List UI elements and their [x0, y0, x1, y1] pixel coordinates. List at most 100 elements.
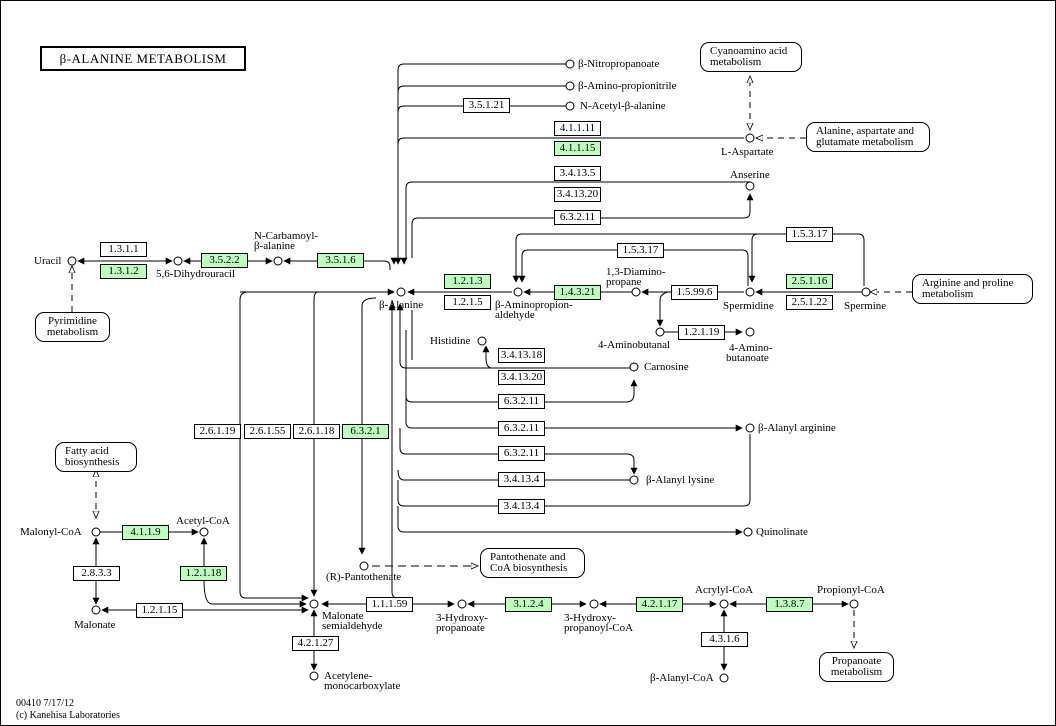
enzyme-3-5-1-21[interactable]: 3.5.1.21	[463, 98, 510, 113]
label-dihydrouracil[interactable]: 5,6-Dihydrouracil	[156, 268, 236, 280]
label-carnosine[interactable]: Carnosine	[644, 361, 689, 373]
enzyme-2-6-1-55[interactable]: 2.6.1.55	[244, 424, 291, 439]
node-alanyl-coa	[719, 673, 729, 683]
label-aminopropionitrile[interactable]: β-Amino-propionitrile	[578, 80, 677, 92]
enzyme-1-5-99-6[interactable]: 1.5.99.6	[671, 285, 718, 300]
label-acetyl-coa[interactable]: Acetyl-CoA	[176, 515, 230, 527]
enzyme-2-6-1-19[interactable]: 2.6.1.19	[194, 424, 241, 439]
map-link-propanoate[interactable]: Propanoate metabolism	[819, 652, 894, 682]
label-carbamoyl-1[interactable]: N-Carbamoyl-	[254, 230, 319, 242]
enzyme-1-5-3-17-a[interactable]: 1.5.3.17	[617, 243, 664, 258]
label-aminopropionaldehyde-1[interactable]: β-Aminopropion-	[495, 299, 573, 311]
enzyme-6-3-2-11-c[interactable]: 6.3.2.11	[498, 421, 545, 436]
label-nitropropanoate[interactable]: β-Nitropropanoate	[578, 58, 660, 70]
enzyme-1-2-1-15[interactable]: 1.2.1.15	[136, 603, 183, 618]
label-histidine[interactable]: Histidine	[430, 335, 471, 347]
enzyme-3-4-13-4-b[interactable]: 3.4.13.4	[498, 499, 545, 514]
enzyme-3-4-13-20-a[interactable]: 3.4.13.20	[554, 187, 601, 202]
enzyme-6-3-2-11-d[interactable]: 6.3.2.11	[498, 446, 545, 461]
enzyme-1-3-1-2[interactable]: 1.3.1.2	[100, 264, 147, 279]
label-hydroxypropanoate-2[interactable]: propanoate	[436, 622, 485, 634]
enzyme-1-2-1-3[interactable]: 1.2.1.3	[444, 274, 491, 289]
label-uracil[interactable]: Uracil	[34, 255, 62, 267]
enzyme-3-5-2-2[interactable]: 3.5.2.2	[201, 253, 248, 268]
enzyme-3-4-13-5[interactable]: 3.4.13.5	[554, 166, 601, 181]
map-link-pyrimidine[interactable]: Pyrimidine metabolism	[35, 312, 110, 342]
label-quinolinate[interactable]: Quinolinate	[756, 526, 808, 538]
label-beta-alanine[interactable]: β-Alanine	[379, 299, 424, 311]
label-pantothenate[interactable]: (R)-Pantothenate	[326, 571, 402, 583]
enzyme-1-2-1-19[interactable]: 1.2.1.19	[678, 325, 725, 340]
footer-map-id: 00410 7/17/12	[16, 698, 75, 709]
enzyme-2-5-1-16[interactable]: 2.5.1.16	[786, 274, 833, 289]
label-alanyl-arginine[interactable]: β-Alanyl arginine	[758, 422, 836, 434]
map-link-alanine[interactable]: Alanine, aspartate and glutamate metabol…	[806, 122, 930, 152]
label-diaminopropane-1[interactable]: 1,3-Diamino-	[606, 266, 666, 278]
label-acetylene-2[interactable]: monocarboxylate	[324, 680, 401, 692]
enzyme-4-1-1-15[interactable]: 4.1.1.15	[554, 141, 601, 156]
enzyme-6-3-2-11-a[interactable]: 6.3.2.11	[554, 210, 601, 225]
label-aminopropionaldehyde-2[interactable]: aldehyde	[495, 309, 535, 321]
map-link-pantothenate[interactable]: Pantothenate and CoA biosynthesis	[480, 548, 585, 578]
enzyme-1-2-1-18[interactable]: 1.2.1.18	[180, 566, 227, 581]
map-link-fatty-acid[interactable]: Fatty acid biosynthesis	[55, 442, 137, 472]
enzyme-2-6-1-18[interactable]: 2.6.1.18	[293, 424, 340, 439]
map-link-propanoate-line2: metabolism	[830, 666, 883, 678]
enzyme-4-3-1-6[interactable]: 4.3.1.6	[701, 632, 748, 647]
enzyme-1-5-3-17-b[interactable]: 1.5.3.17	[786, 227, 833, 242]
label-propionyl-coa[interactable]: Propionyl-CoA	[817, 584, 885, 596]
label-spermine[interactable]: Spermine	[844, 300, 887, 312]
label-acetyl-alanine[interactable]: N-Acetyl-β-alanine	[580, 100, 666, 112]
label-aminobutanoate-2[interactable]: butanoate	[726, 352, 769, 364]
enzyme-6-3-2-1[interactable]: 6.3.2.1	[342, 424, 389, 439]
label-hydroxypropanoyl-2[interactable]: propanoyl-CoA	[564, 622, 634, 634]
enzyme-4-2-1-17[interactable]: 4.2.1.17	[636, 597, 683, 612]
map-link-cyanoamino-line1: Cyanoamino acid	[710, 45, 788, 57]
node-diaminopropane	[631, 287, 641, 297]
label-spermidine[interactable]: Spermidine	[723, 300, 774, 312]
label-aminobutanal[interactable]: 4-Aminobutanal	[598, 339, 671, 351]
enzyme-3-5-1-6[interactable]: 3.5.1.6	[317, 253, 364, 268]
label-hydroxypropanoate-1[interactable]: 3-Hydroxy-	[436, 612, 488, 624]
enzyme-1-3-1-1[interactable]: 1.3.1.1	[100, 242, 147, 257]
label-hydroxypropanoyl-1[interactable]: 3-Hydroxy-	[564, 612, 616, 624]
label-carbamoyl-2[interactable]: β-alanine	[254, 240, 296, 252]
map-link-arginine[interactable]: Arginine and proline metabolism	[912, 274, 1033, 304]
enzyme-3-1-2-4[interactable]: 3.1.2.4	[505, 597, 552, 612]
label-diaminopropane-2[interactable]: propane	[606, 276, 642, 288]
label-anserine[interactable]: Anserine	[730, 169, 770, 181]
label-acetylene-1[interactable]: Acetylene-	[324, 670, 373, 682]
map-link-fatty-acid-line1: Fatty acid	[65, 445, 109, 457]
label-l-aspartate[interactable]: L-Aspartate	[721, 146, 774, 158]
enzyme-3-4-13-20-b[interactable]: 3.4.13.20	[498, 370, 545, 385]
enzyme-4-1-1-11[interactable]: 4.1.1.11	[554, 121, 601, 136]
map-link-alanine-line2: glutamate metabolism	[816, 136, 914, 148]
label-malonyl-coa[interactable]: Malonyl-CoA	[20, 526, 82, 538]
label-malonate-semialdehyde-1[interactable]: Malonate	[322, 610, 364, 622]
enzyme-1-1-1-59[interactable]: 1.1.1.59	[366, 597, 413, 612]
node-quinolinate	[743, 527, 753, 537]
enzyme-1-2-1-5[interactable]: 1.2.1.5	[444, 295, 491, 310]
node-uracil	[67, 256, 77, 266]
map-link-cyanoamino[interactable]: Cyanoamino acid metabolism	[700, 42, 802, 72]
label-aminobutanoate-1[interactable]: 4-Amino-	[729, 342, 773, 354]
node-aminopropionaldehyde	[513, 287, 523, 297]
enzyme-3-4-13-4-a[interactable]: 3.4.13.4	[498, 472, 545, 487]
enzyme-1-4-3-21[interactable]: 1.4.3.21	[554, 285, 601, 300]
label-alanyl-lysine[interactable]: β-Alanyl lysine	[646, 474, 715, 486]
enzyme-4-2-1-27[interactable]: 4.2.1.27	[292, 636, 339, 651]
node-l-aspartate	[745, 133, 755, 143]
enzyme-4-1-1-9[interactable]: 4.1.1.9	[122, 525, 169, 540]
enzyme-6-3-2-11-b[interactable]: 6.3.2.11	[498, 394, 545, 409]
enzyme-2-5-1-22[interactable]: 2.5.1.22	[786, 295, 833, 310]
label-malonate[interactable]: Malonate	[74, 619, 116, 631]
node-aminobutanal	[655, 327, 665, 337]
enzyme-3-4-13-18[interactable]: 3.4.13.18	[498, 348, 545, 363]
enzyme-2-8-3-3[interactable]: 2.8.3.3	[73, 566, 120, 581]
map-link-arginine-line2: metabolism	[922, 288, 974, 300]
label-alanyl-coa[interactable]: β-Alanyl-CoA	[650, 672, 714, 684]
node-histidine	[477, 336, 487, 346]
enzyme-1-3-8-7[interactable]: 1.3.8.7	[766, 597, 813, 612]
label-malonate-semialdehyde-2[interactable]: semialdehyde	[322, 620, 383, 632]
label-acrylyl-coa[interactable]: Acrylyl-CoA	[695, 584, 754, 596]
